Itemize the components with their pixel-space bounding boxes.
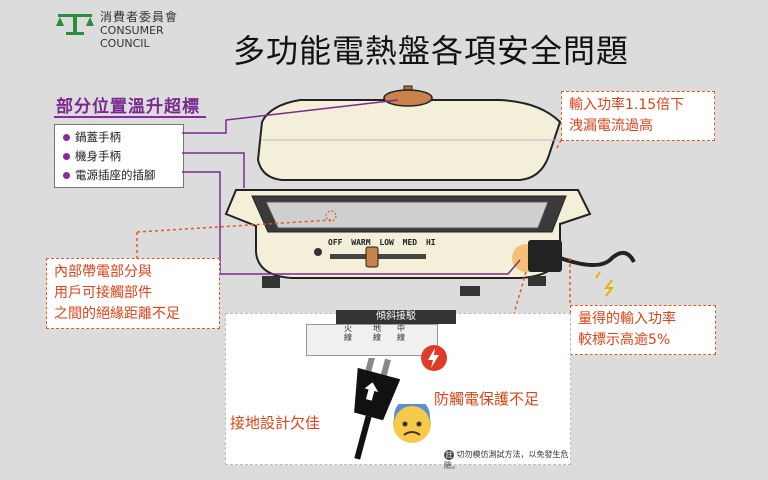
live-wire-label: 火線 [344,324,352,342]
dial-warm-label: WARM [351,238,371,247]
dial-low-label: LOW [379,238,394,247]
heading-underline [54,116,206,118]
temp-rise-list: 鍋蓋手柄 機身手柄 電源插座的插腳 [54,124,184,188]
bullet-icon [63,172,70,179]
poor-grounding-warning: 接地設計欠佳 [230,414,321,432]
logo-english-name: CONSUMER COUNCIL [100,24,164,50]
dial-hi-label: HI [425,238,436,247]
logo-chinese-name: 消費者委員會 [100,10,179,24]
scale-logo-icon [56,14,94,35]
list-item: 鍋蓋手柄 [63,129,121,145]
plug-safety-panel: 傾斜接駁 火線 地線 中線 接地設計欠佳 防觸電保護不足 註 切勿模仿測試方法，… [225,310,571,470]
dial-med-label: MED [402,238,418,247]
lightning-icon [421,345,447,371]
dial-off-label: OFF [328,238,343,247]
bullet-icon [63,153,70,160]
note-marker-icon: 註 [444,450,454,460]
consumer-council-logo: 消費者委員會 CONSUMER COUNCIL [56,10,216,50]
insulation-distance-callout: 內部帶電部分與 用戶可接觸部件 之間的絕緣距離不足 [46,258,220,329]
earth-wire-label: 地線 [373,324,381,342]
page-title: 多功能電熱盤各項安全問題 [233,32,630,70]
list-item: 電源插座的插腳 [63,167,156,183]
list-item: 機身手柄 [63,148,121,164]
input-power-callout: 量得的輸入功率 較標示高逾5% [570,305,716,355]
dial-labels: OFF WARM LOW MED HI [328,238,436,247]
tilt-connection-label: 傾斜接駁 [336,310,456,324]
temp-rise-heading: 部分位置溫升超標 [56,97,200,117]
leakage-current-callout: 輸入功率1.15倍下 洩漏電流過高 [561,91,715,141]
safety-note: 註 切勿模仿測試方法，以免發生危險。 [444,450,569,470]
tilted-plug-icon [354,358,401,460]
worried-face-icon [393,404,431,443]
socket-face [306,324,438,356]
bullet-icon [63,134,70,141]
neutral-wire-label: 中線 [397,324,405,342]
shock-protection-warning: 防觸電保護不足 [434,390,540,408]
